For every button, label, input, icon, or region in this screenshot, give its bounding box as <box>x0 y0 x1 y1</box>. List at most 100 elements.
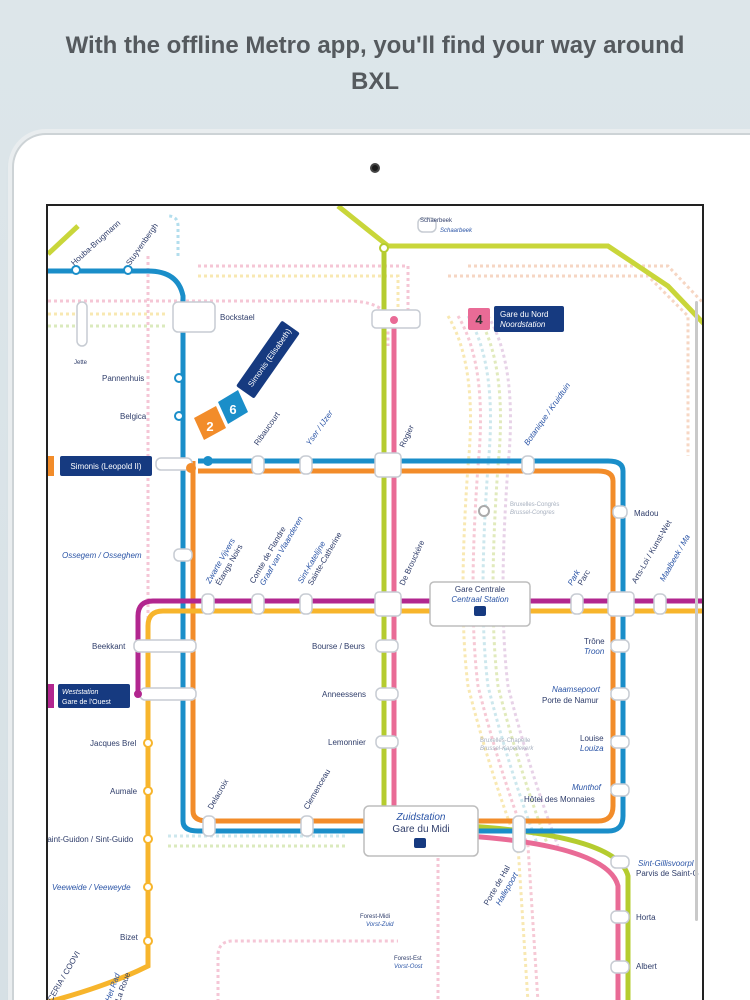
station-stop[interactable] <box>374 452 402 478</box>
station-label: Centraal Station <box>451 595 509 604</box>
station-dot[interactable] <box>143 786 153 796</box>
station-stop[interactable] <box>76 301 88 347</box>
station-dot[interactable] <box>143 834 153 844</box>
map-scrollbar[interactable] <box>695 301 698 921</box>
station-badge-gare-du-nord[interactable]: 4 Gare du Nord Noordstation <box>468 306 564 332</box>
station-stop[interactable] <box>300 815 314 837</box>
station-stop[interactable] <box>375 639 399 653</box>
station-badge-label: Simonis (Leopold II) <box>70 462 141 471</box>
station-stop[interactable] <box>299 593 313 615</box>
line-badges-2-6: 2 6 <box>194 390 248 440</box>
station-dot[interactable] <box>203 456 213 466</box>
station-dot[interactable] <box>174 411 184 421</box>
station-stop[interactable] <box>375 687 399 701</box>
metro-map-screen[interactable]: Gare Centrale Centraal Station Zuidstati… <box>46 204 704 1000</box>
station-label: Ribaucourt <box>252 410 282 447</box>
station-dot[interactable] <box>390 316 398 324</box>
metro-map[interactable]: Gare Centrale Centraal Station Zuidstati… <box>48 206 704 1000</box>
station-label: Belgica <box>120 412 147 421</box>
rail-line-dotted <box>198 264 410 326</box>
station-stop[interactable] <box>251 455 265 475</box>
station-stop[interactable] <box>610 735 630 749</box>
rail-line-dotted <box>48 299 390 346</box>
station-badge-simonis-leopold[interactable]: Simonis (Leopold II) <box>48 456 152 476</box>
station-label: Stuyvenbergh <box>124 222 160 268</box>
rail-line-dotted <box>446 315 530 1000</box>
station-label: Louise <box>580 734 604 743</box>
station-dot[interactable] <box>174 373 184 383</box>
station-label: Naamsepoort <box>552 685 601 694</box>
station-label: Delacroix <box>206 778 230 811</box>
station-label: Vorst-Oost <box>394 964 423 970</box>
station-stop[interactable] <box>610 910 630 924</box>
station-stop[interactable] <box>653 593 667 615</box>
station-label: Troon <box>584 647 605 656</box>
station-stop[interactable] <box>375 735 399 749</box>
station-label: Madou <box>634 509 658 518</box>
station-label: Porte de Namur <box>542 696 599 705</box>
station-label: Brussel-Kapellekerk <box>480 746 534 752</box>
station-stop[interactable] <box>374 591 402 617</box>
station-label: Gare du Midi <box>392 824 449 835</box>
station-label: Sint-Gillisvoorpl <box>638 859 694 868</box>
station-stop[interactable] <box>417 217 437 233</box>
metro-line-green <box>336 206 702 326</box>
station-label: Lemonnier <box>328 738 366 747</box>
rail-line-dotted <box>198 274 400 326</box>
station-box-gare-du-midi[interactable] <box>363 805 479 857</box>
station-stop[interactable] <box>133 639 197 653</box>
metro-line-green <box>48 224 80 256</box>
station-label: Veeweide / Veeweyde <box>52 883 131 892</box>
station-stop[interactable] <box>612 505 628 519</box>
station-dot[interactable] <box>379 243 389 253</box>
station-dot[interactable] <box>143 882 153 892</box>
station-stop[interactable] <box>172 301 216 333</box>
station-stop[interactable] <box>202 815 216 837</box>
station-label: Schaarbeek <box>440 228 473 234</box>
rail-line-dotted <box>448 274 690 456</box>
station-label: Saint-Guidon / Sint-Guido <box>48 835 134 844</box>
station-dot[interactable] <box>134 690 142 698</box>
metro-line-yellow <box>48 608 702 1000</box>
station-stop[interactable] <box>512 815 526 853</box>
metro-line-purple <box>135 598 702 696</box>
station-stop[interactable] <box>521 455 535 475</box>
station-badge-label: Gare du Nord <box>500 310 548 319</box>
station-stop[interactable] <box>570 593 584 615</box>
station-stop[interactable] <box>607 591 635 617</box>
station-label: Hôtel des Monnaies <box>524 795 595 804</box>
station-dot[interactable] <box>143 738 153 748</box>
station-stop[interactable] <box>173 548 193 562</box>
station-stop[interactable] <box>610 960 630 974</box>
station-stop[interactable] <box>251 593 265 615</box>
rail-line-dotted <box>468 264 702 304</box>
station-stop[interactable] <box>299 455 313 475</box>
station-stop[interactable] <box>610 783 630 797</box>
station-label: Bizet <box>120 933 139 942</box>
station-stop[interactable] <box>139 687 197 701</box>
station-badge-gare-ouest[interactable]: Weststation Gare de l'Ouest <box>48 684 130 708</box>
station-label: Albert <box>636 962 658 971</box>
station-label: Yser / IJzer <box>304 409 335 448</box>
station-stop[interactable] <box>610 639 630 653</box>
station-label: Parvis de Saint-G <box>636 869 699 878</box>
station-dot[interactable] <box>186 463 196 473</box>
station-label: Rogier <box>398 423 416 448</box>
station-label: Clemenceau <box>302 768 332 811</box>
rail-line-dotted <box>167 214 180 256</box>
station-label: Schaerbeek <box>420 218 453 224</box>
station-dot[interactable] <box>71 265 81 275</box>
station-dot[interactable] <box>478 505 490 517</box>
station-badge-simonis-elisabeth[interactable]: Simonis (Elisabeth) <box>236 320 300 398</box>
station-dot[interactable] <box>123 265 133 275</box>
station-stop[interactable] <box>201 593 215 615</box>
station-dot[interactable] <box>143 936 153 946</box>
rail-line-dotted <box>216 939 398 1000</box>
station-stop[interactable] <box>610 687 630 701</box>
station-box-gare-centrale[interactable] <box>429 581 531 627</box>
station-stop[interactable] <box>610 855 630 869</box>
station-label: Zuidstation <box>396 812 446 823</box>
rail-line-dotted <box>476 315 550 847</box>
rail-line-dotted <box>486 315 560 847</box>
station-badge-label: Noordstation <box>500 320 546 329</box>
